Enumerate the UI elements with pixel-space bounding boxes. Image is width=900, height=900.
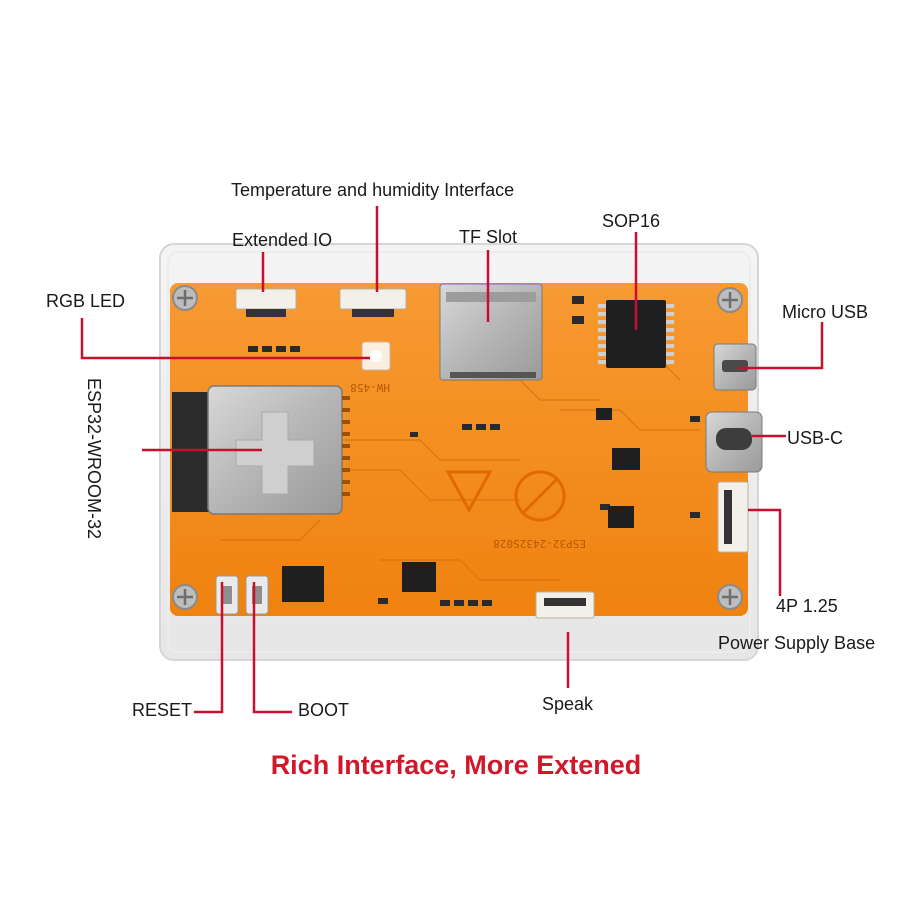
label-reset: RESET bbox=[132, 700, 192, 720]
silkscreen-model-text: ESP32-2432S028 bbox=[493, 537, 586, 550]
audio-ic bbox=[282, 562, 436, 602]
sop16-chip bbox=[598, 300, 674, 368]
callout-lines bbox=[80, 206, 824, 714]
usb-c-port bbox=[705, 411, 763, 473]
label-tf-slot: TF Slot bbox=[459, 227, 517, 247]
label-usb-c: USB-C bbox=[787, 428, 843, 448]
rgb-led-callout bbox=[80, 318, 370, 360]
rgb-led bbox=[361, 341, 391, 371]
label-sop16: SOP16 bbox=[602, 211, 660, 231]
power-supply-callout bbox=[748, 508, 782, 596]
caption-title: Rich Interface, More Extened bbox=[271, 750, 642, 780]
reset-callout bbox=[194, 582, 224, 714]
label-rgb-led: RGB LED bbox=[46, 291, 125, 311]
esp32-module bbox=[172, 385, 350, 515]
power-connector-4p bbox=[717, 481, 749, 553]
smd-components bbox=[248, 296, 700, 606]
label-speak: Speak bbox=[542, 694, 594, 714]
silkscreen-logos bbox=[445, 470, 566, 522]
label-4p-1-25: 4P 1.25 bbox=[776, 596, 838, 616]
extended-io-connector bbox=[235, 288, 297, 317]
label-boot: BOOT bbox=[298, 700, 349, 720]
reset-button bbox=[215, 575, 239, 615]
temp-humidity-connector bbox=[339, 288, 407, 317]
mount-screws bbox=[172, 285, 743, 610]
boot-button bbox=[245, 575, 269, 615]
tf-card-slot bbox=[439, 283, 543, 381]
silkscreen-led-text: HW-458 bbox=[350, 381, 390, 394]
label-temp-humidity-interface: Temperature and humidity Interface bbox=[231, 180, 514, 200]
micro-usb-callout bbox=[738, 322, 824, 370]
regulator-chips bbox=[596, 408, 640, 528]
boot-callout bbox=[252, 582, 292, 714]
label-esp32-wroom-32: ESP32-WROOM-32 bbox=[84, 378, 104, 539]
label-micro-usb: Micro USB bbox=[782, 302, 868, 322]
speaker-connector bbox=[535, 591, 595, 619]
label-extended-io: Extended IO bbox=[232, 230, 332, 250]
label-power-supply-base: Power Supply Base bbox=[718, 633, 875, 653]
